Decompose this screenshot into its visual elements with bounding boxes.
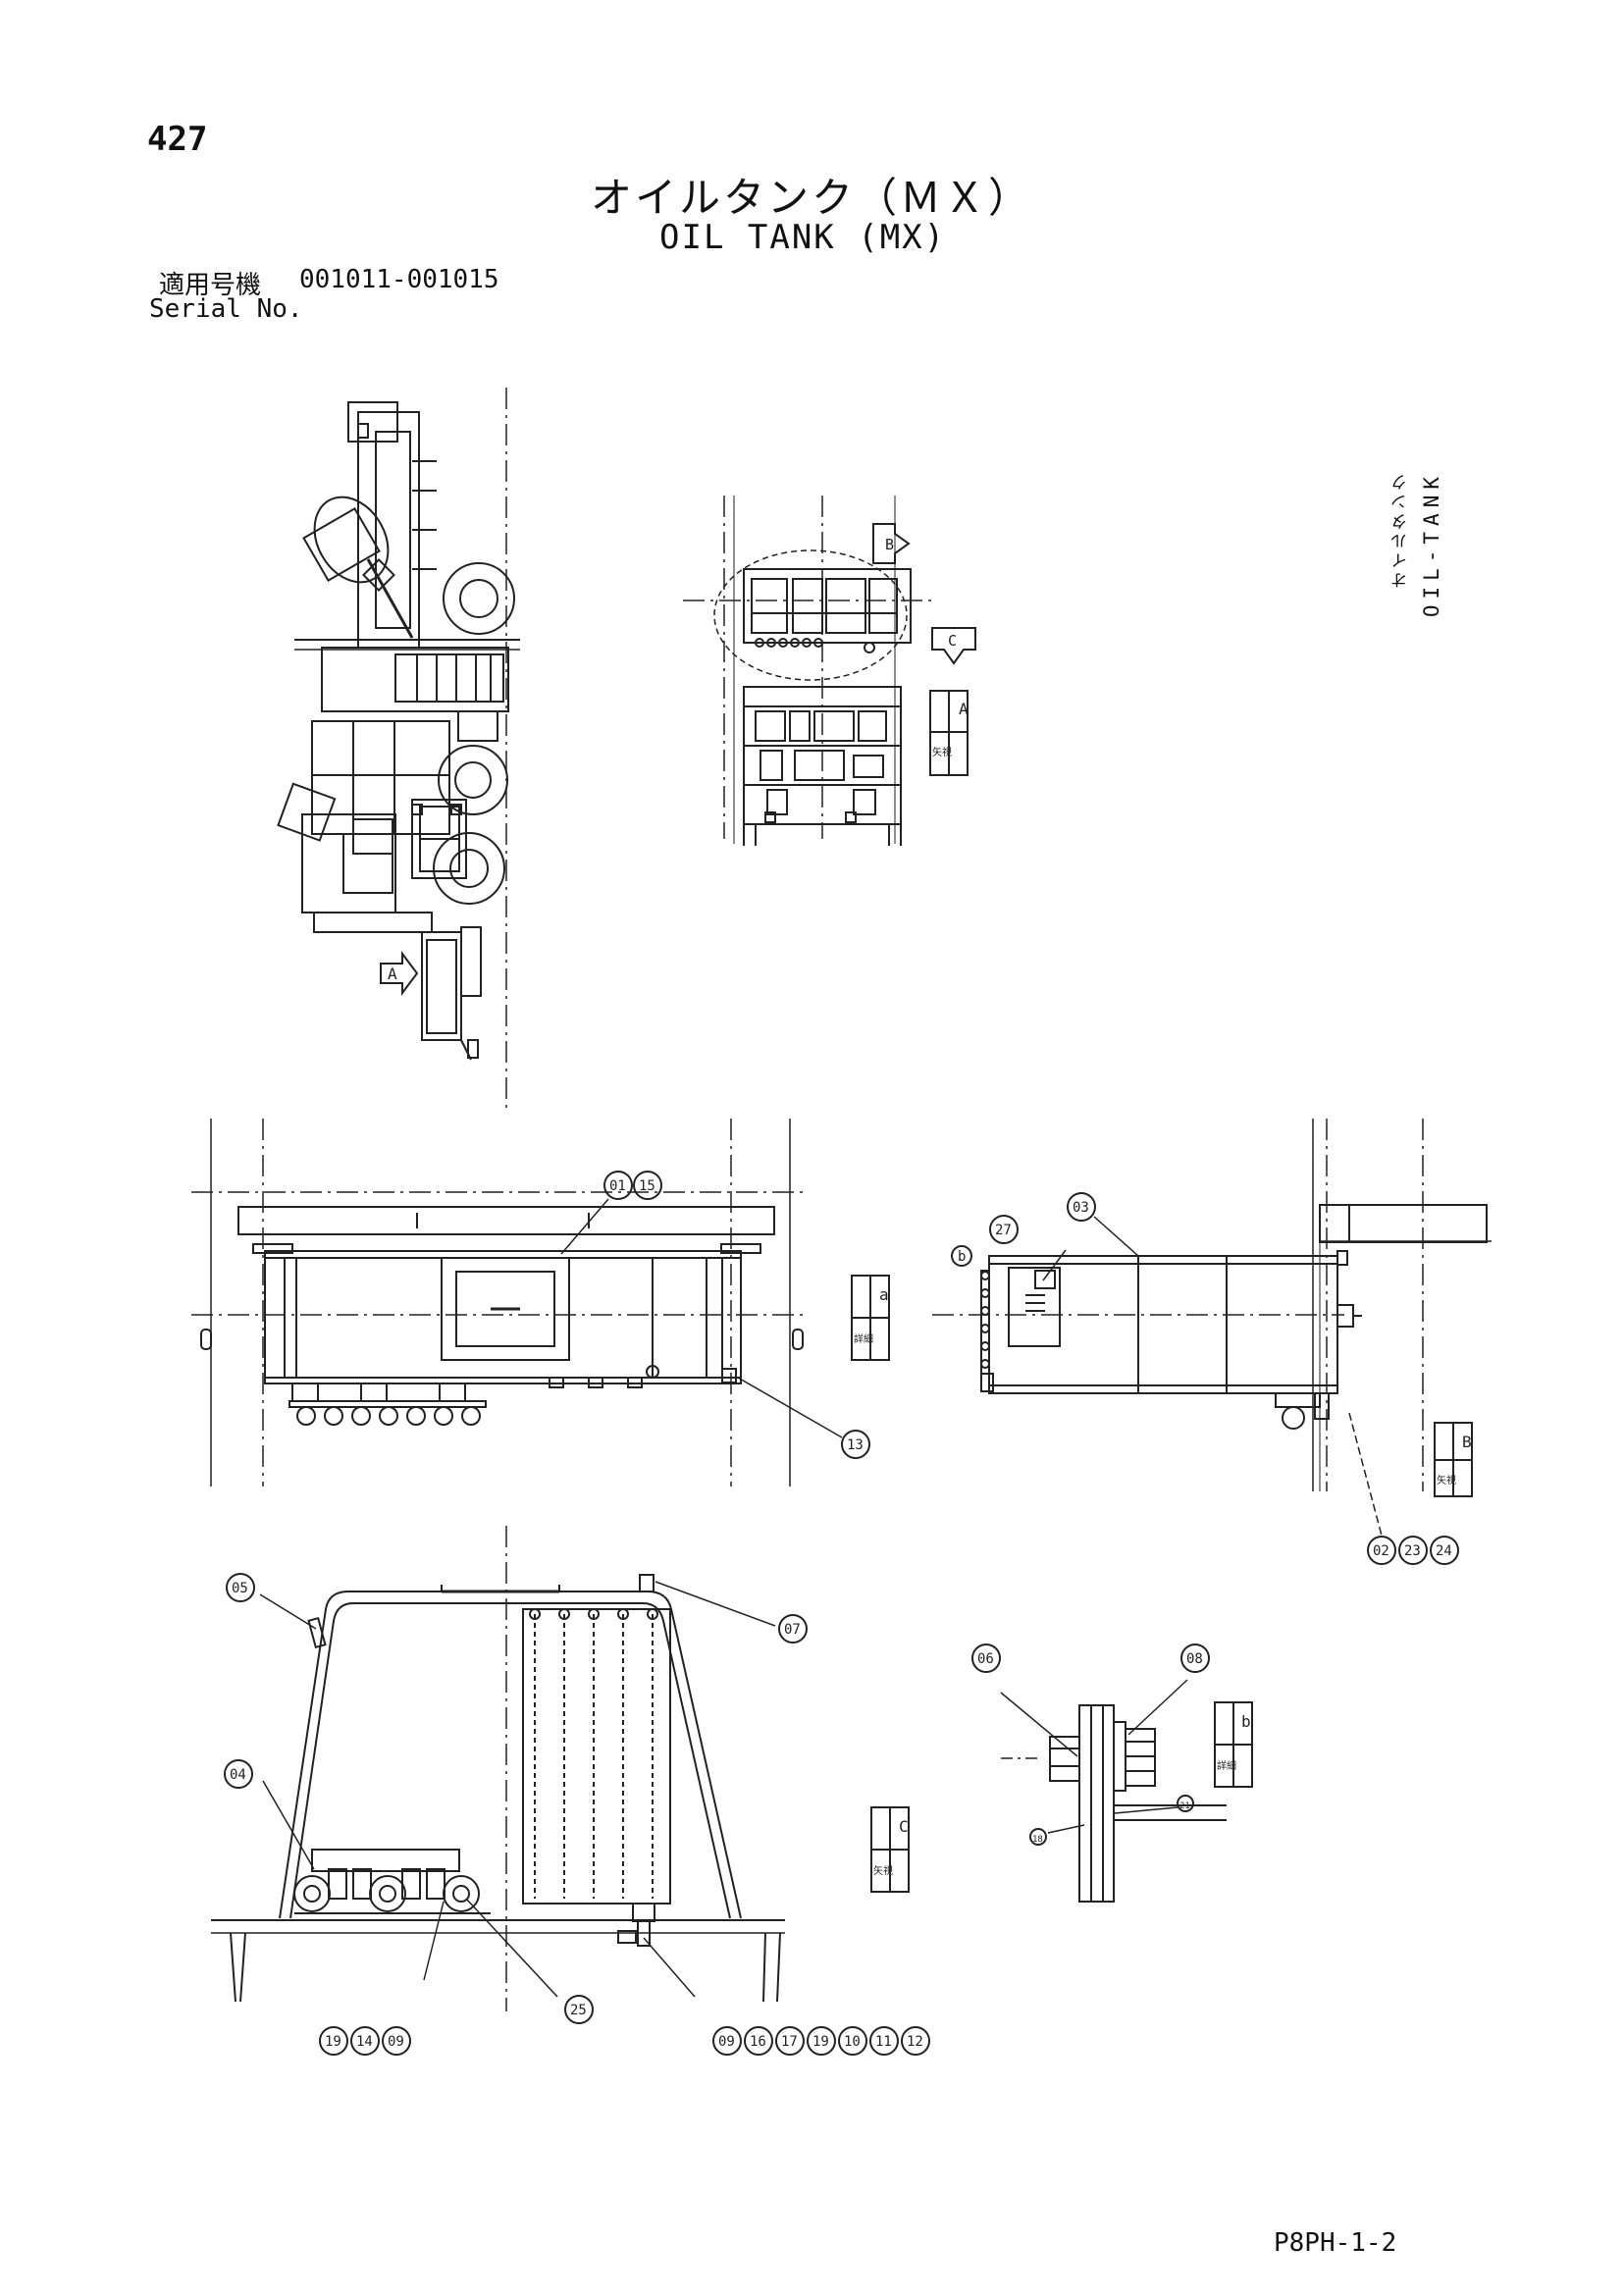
callout-bottom-right-09: 09 bbox=[712, 2026, 742, 2056]
svg-text:16: 16 bbox=[750, 2034, 766, 2050]
svg-text:17: 17 bbox=[781, 2034, 798, 2050]
svg-text:詳細: 詳細 bbox=[854, 1332, 873, 1345]
machine-overview: A bbox=[277, 388, 520, 1109]
callout-08: 08 bbox=[1180, 1644, 1210, 1673]
callout-25: 25 bbox=[564, 1995, 594, 2024]
svg-text:a: a bbox=[879, 1285, 889, 1304]
callouts: 01 15 13 27 03 b 02 23 24 05 07 04 06 08… bbox=[224, 1171, 1459, 2056]
callout-05: 05 bbox=[226, 1573, 255, 1602]
view-a-tag: A 矢視 bbox=[929, 690, 969, 776]
callout-21: 21 bbox=[1177, 1795, 1194, 1812]
view-c-tag: C 矢視 bbox=[870, 1806, 910, 1893]
callout-03: 03 bbox=[1067, 1192, 1096, 1222]
callout-bottom-left-14: 14 bbox=[350, 2026, 380, 2056]
callout-bottom-left-19: 19 bbox=[319, 2026, 348, 2056]
callout-01: 01 bbox=[603, 1171, 633, 1200]
detail-b-drawing bbox=[1000, 1679, 1227, 1903]
svg-text:04: 04 bbox=[230, 1767, 246, 1783]
svg-text:C: C bbox=[948, 632, 957, 650]
callout-06: 06 bbox=[971, 1644, 1001, 1673]
svg-text:08: 08 bbox=[1186, 1651, 1203, 1667]
callout-02: 02 bbox=[1367, 1536, 1396, 1565]
svg-text:24: 24 bbox=[1436, 1543, 1452, 1559]
svg-text:A: A bbox=[959, 700, 969, 718]
svg-text:C: C bbox=[899, 1817, 909, 1836]
detail-a-drawing bbox=[191, 1119, 843, 1487]
page-number: 427 bbox=[147, 120, 208, 159]
callout-bottom-right-12: 12 bbox=[901, 2026, 930, 2056]
detail-b-tag: b 詳細 bbox=[1214, 1701, 1253, 1788]
svg-text:25: 25 bbox=[570, 2003, 587, 2018]
arrow-b-view-a: B bbox=[872, 523, 911, 564]
callout-18: 18 bbox=[1029, 1828, 1047, 1846]
callout-bottom-right-10: 10 bbox=[838, 2026, 867, 2056]
svg-text:14: 14 bbox=[356, 2034, 373, 2050]
svg-text:13: 13 bbox=[847, 1437, 864, 1453]
arrow-c-view-a: C bbox=[931, 627, 976, 665]
arrow-a-overview: A bbox=[380, 951, 419, 996]
detail-a-tag: a 詳細 bbox=[851, 1275, 890, 1361]
svg-text:12: 12 bbox=[907, 2034, 923, 2050]
callout-bottom-right-11: 11 bbox=[869, 2026, 899, 2056]
callout-bottom-right-17: 17 bbox=[775, 2026, 805, 2056]
view-a-drawing: B C A 矢視 bbox=[683, 496, 976, 846]
svg-text:b: b bbox=[1241, 1712, 1251, 1731]
svg-text:01: 01 bbox=[609, 1178, 626, 1194]
view-b-tag: B 矢視 bbox=[1434, 1422, 1473, 1497]
title-english: OIL TANK (MX) bbox=[659, 218, 947, 257]
svg-text:05: 05 bbox=[232, 1581, 248, 1596]
callout-13: 13 bbox=[841, 1430, 870, 1459]
serial-range: 001011-001015 bbox=[299, 265, 499, 294]
svg-text:02: 02 bbox=[1373, 1543, 1389, 1559]
svg-text:A: A bbox=[388, 965, 397, 983]
svg-text:07: 07 bbox=[784, 1622, 801, 1638]
svg-text:18: 18 bbox=[1032, 1835, 1043, 1845]
svg-text:19: 19 bbox=[812, 2034, 829, 2050]
svg-text:詳細: 詳細 bbox=[1217, 1759, 1236, 1772]
svg-text:06: 06 bbox=[977, 1651, 994, 1667]
callout-bottom-right-16: 16 bbox=[744, 2026, 773, 2056]
svg-text:15: 15 bbox=[639, 1178, 655, 1194]
serial-label-english: Serial No. bbox=[149, 294, 303, 324]
svg-text:23: 23 bbox=[1404, 1543, 1421, 1559]
callout-04: 04 bbox=[224, 1759, 253, 1789]
callout-bottom-left-09: 09 bbox=[382, 2026, 411, 2056]
callout-07: 07 bbox=[778, 1614, 808, 1644]
svg-text:11: 11 bbox=[875, 2034, 892, 2050]
svg-text:09: 09 bbox=[718, 2034, 735, 2050]
svg-text:矢視: 矢視 bbox=[1437, 1474, 1456, 1487]
svg-text:21: 21 bbox=[1179, 1801, 1190, 1811]
callout-bottom-right-19: 19 bbox=[807, 2026, 836, 2056]
callout-23: 23 bbox=[1398, 1536, 1428, 1565]
svg-text:03: 03 bbox=[1073, 1200, 1089, 1216]
svg-text:矢視: 矢視 bbox=[873, 1864, 893, 1877]
svg-text:10: 10 bbox=[844, 2034, 861, 2050]
svg-text:B: B bbox=[885, 536, 894, 553]
svg-text:矢視: 矢視 bbox=[932, 746, 952, 758]
callout-b: b bbox=[951, 1245, 972, 1267]
callout-27: 27 bbox=[989, 1215, 1019, 1244]
svg-text:b: b bbox=[958, 1249, 966, 1265]
svg-text:B: B bbox=[1462, 1433, 1472, 1451]
view-b-drawing bbox=[932, 1119, 1492, 1537]
callout-15: 15 bbox=[633, 1171, 662, 1200]
drawing-code: P8PH-1-2 bbox=[1274, 2228, 1397, 2258]
svg-text:19: 19 bbox=[325, 2034, 341, 2050]
svg-text:27: 27 bbox=[995, 1223, 1012, 1238]
view-c-drawing bbox=[211, 1526, 785, 2011]
title-japanese: オイルタンク（ＭＸ） bbox=[591, 174, 1033, 222]
svg-text:09: 09 bbox=[388, 2034, 404, 2050]
serial-label-japanese: 適用号機 bbox=[159, 271, 262, 300]
callout-24: 24 bbox=[1430, 1536, 1459, 1565]
